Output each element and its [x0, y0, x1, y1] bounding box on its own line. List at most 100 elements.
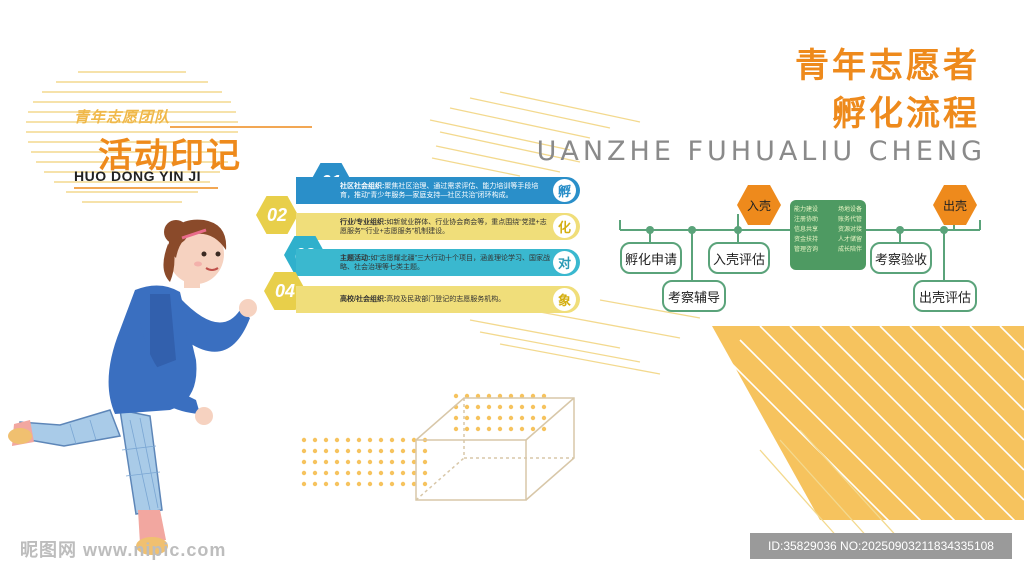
decor-dot	[541, 393, 547, 399]
decor-dot	[400, 448, 406, 454]
wireframe-cube	[415, 397, 575, 501]
decor-dot	[475, 415, 481, 421]
step-exit-eval: 出壳评估	[913, 280, 977, 312]
support-item: 能力建设	[794, 207, 819, 213]
decor-dot	[530, 404, 536, 410]
support-row: 信息共享 资源对接	[794, 225, 862, 235]
decor-dot	[475, 393, 481, 399]
decor-dot	[530, 393, 536, 399]
main-title-pinyin: UANZHE FUHUALIU CHENG	[536, 136, 986, 167]
decor-dot	[389, 470, 395, 476]
decor-dot	[508, 393, 514, 399]
support-row: 资金扶持 人才储留	[794, 235, 862, 245]
activity-pinyin: HUO DONG YIN JI	[74, 168, 202, 184]
decor-dot	[378, 437, 384, 443]
decor-dot	[508, 404, 514, 410]
decor-dot	[323, 459, 329, 465]
decor-dot	[301, 459, 307, 465]
decor-dot	[334, 470, 340, 476]
step-enter-eval: 入壳评估	[708, 242, 770, 274]
decor-dot	[530, 426, 536, 432]
decor-dot	[323, 448, 329, 454]
team-label: 青年志愿团队	[74, 109, 171, 126]
decor-dot	[453, 415, 459, 421]
decor-dot	[345, 481, 351, 487]
decor-dot	[312, 448, 318, 454]
decor-dot	[453, 393, 459, 399]
decor-dot	[400, 459, 406, 465]
item-bar: 主题活动:如“志愿耀北疆”三大行动十个项目，涵盖理论学习、国家战略、社会治理等七…	[296, 249, 580, 276]
decor-dot	[389, 448, 395, 454]
girl-illustration	[8, 219, 257, 555]
decor-dot	[312, 481, 318, 487]
decor-dot	[356, 481, 362, 487]
decor-dot	[400, 470, 406, 476]
decor-dot	[301, 448, 307, 454]
decor-dot	[312, 459, 318, 465]
decor-dot	[519, 415, 525, 421]
dot-grid-middle	[453, 393, 547, 432]
decor-dot	[541, 415, 547, 421]
item-text: 如新就业群体、行业协会商会等，重点围绕“党建+志愿服务”“行业+志愿服务”机制建…	[340, 218, 547, 235]
item-number: 04	[274, 280, 296, 301]
support-item: 成长陪伴	[837, 247, 862, 253]
diagonal-stripes-bottom	[759, 429, 901, 541]
decor-dot	[411, 437, 417, 443]
support-item: 人才储留	[837, 237, 862, 243]
decor-dot	[541, 404, 547, 410]
decor-dot	[464, 393, 470, 399]
decor-dot	[378, 470, 384, 476]
item-label: 社区社会组织:	[340, 182, 385, 190]
step-assist: 考察辅导	[662, 280, 726, 312]
support-item: 资金扶持	[794, 237, 819, 243]
support-row: 能力建设场地设备	[794, 205, 862, 215]
decor-dot	[411, 459, 417, 465]
decor-dot	[464, 415, 470, 421]
support-item: 资源对接	[837, 227, 862, 233]
decor-dot	[345, 448, 351, 454]
item-bar: 行业/专业组织:如新就业群体、行业协会商会等，重点围绕“党建+志愿服务”“行业+…	[296, 213, 580, 240]
decor-dot	[345, 437, 351, 443]
decor-dot	[378, 481, 384, 487]
decor-dot	[378, 448, 384, 454]
decor-dot	[367, 437, 373, 443]
decor-dot	[508, 426, 514, 432]
decor-dot	[367, 448, 373, 454]
decor-dot	[334, 448, 340, 454]
decor-dot	[519, 426, 525, 432]
striped-circle	[26, 71, 238, 203]
item-side-char: 象	[553, 288, 576, 311]
decor-dot	[464, 404, 470, 410]
item-number: 02	[266, 204, 288, 225]
support-item: 管理咨询	[794, 247, 819, 253]
decor-dot	[301, 437, 307, 443]
item-text: 如“志愿耀北疆”三大行动十个项目，涵盖理论学习、国家战略、社会治理等七类主题。	[340, 254, 551, 271]
decor-dot	[323, 481, 329, 487]
decor-dot	[356, 448, 362, 454]
item-bar: 高校/社会组织:高校及民政部门登记的志愿服务机构。 象	[296, 286, 580, 313]
decor-dot	[530, 415, 536, 421]
support-row: 管理咨询 成长陪伴	[794, 245, 862, 255]
decor-dot	[519, 404, 525, 410]
decor-dot	[541, 426, 547, 432]
decor-dot	[400, 481, 406, 487]
decor-dot	[312, 437, 318, 443]
decor-dot	[411, 481, 417, 487]
watermark-left: 昵图网 www.nipic.com	[20, 540, 227, 560]
decor-dot	[356, 470, 362, 476]
decor-dot	[519, 393, 525, 399]
decor-dot	[334, 481, 340, 487]
support-item: 信息共享	[794, 227, 819, 233]
orange-stripe-lines	[725, 325, 1024, 527]
decor-dot	[312, 470, 318, 476]
decor-dot	[356, 459, 362, 465]
decor-dot	[497, 415, 503, 421]
step-inspect: 考察验收	[870, 242, 932, 274]
decor-dot	[422, 459, 428, 465]
main-title-line2: 孵化流程	[832, 94, 980, 134]
item-label: 高校/社会组织:	[340, 296, 387, 303]
main-title-line1: 青年志愿者	[795, 46, 980, 86]
decor-dot	[389, 459, 395, 465]
decor-dot	[422, 481, 428, 487]
